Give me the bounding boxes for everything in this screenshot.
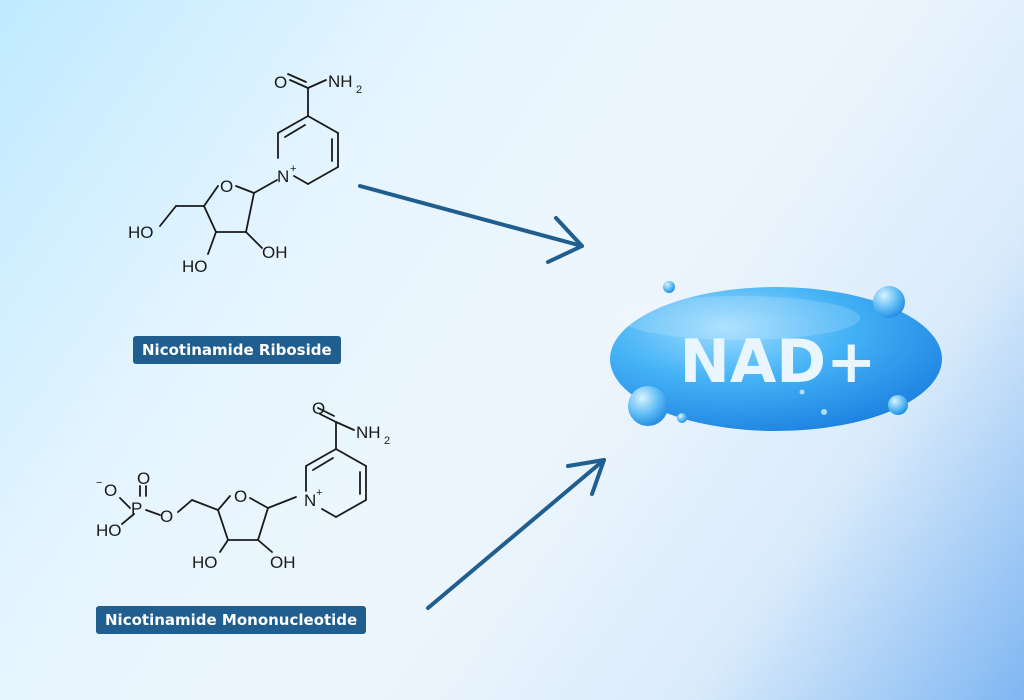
nad-blob-shape: [610, 287, 942, 431]
bubble-icon: [677, 413, 687, 423]
nmn-atom-ho-bottom: HO: [192, 553, 218, 572]
nmn-atom-oh-right: OH: [270, 553, 296, 572]
nmn-atom-ho-p: HO: [96, 521, 122, 540]
nicotinamide-mononucleotide-label: Nicotinamide Mononucleotide: [96, 606, 367, 634]
nmn-atom-n: N: [304, 491, 316, 510]
nr-atom-o-carbonyl: O: [274, 73, 287, 92]
bubble-icon: [888, 395, 908, 415]
nmn-atom-minus: −: [96, 477, 102, 489]
nr-atom-o-ring: O: [220, 177, 233, 196]
nmn-atom-o-double: O: [137, 469, 150, 488]
nicotinamide-riboside-structure: [159, 73, 339, 255]
nr-atom-h2: 2: [356, 84, 362, 96]
nmn-atom-h2: 2: [384, 435, 390, 447]
nr-atom-n-charge: +: [290, 163, 296, 175]
arrow-nmn-to-nad: [426, 458, 606, 610]
nmn-atom-p: P: [131, 499, 142, 518]
nr-atom-ho-bottom: HO: [182, 257, 208, 276]
nr-atom-labels: O NH 2 N + O HO HO OH: [128, 72, 362, 276]
nmn-atom-o-link: O: [160, 507, 173, 526]
nmn-atom-o-ring: O: [234, 487, 247, 506]
nicotinamide-riboside-label: Nicotinamide Riboside: [133, 336, 341, 364]
nr-atom-nh: NH: [328, 72, 353, 91]
bubble-icon: [628, 386, 668, 426]
nad-plus-label: NAD+: [680, 327, 877, 397]
bubble-icon: [873, 286, 905, 318]
bubble-icon: [663, 281, 675, 293]
nr-atom-n: N: [277, 167, 289, 186]
nicotinamide-mononucleotide-structure: [119, 407, 367, 553]
arrow-nr-to-nad: [358, 184, 584, 264]
nmn-atom-labels: O NH 2 N + O − O O P O HO HO OH: [96, 399, 390, 572]
nmn-atom-o-minus: O: [104, 481, 117, 500]
nmn-atom-n-charge: +: [316, 487, 322, 499]
nr-atom-oh-right: OH: [262, 243, 288, 262]
nmn-atom-o-carbonyl: O: [312, 399, 325, 418]
nmn-atom-nh: NH: [356, 423, 381, 442]
nad-plus-bubble: NAD+: [610, 281, 942, 431]
nr-atom-ho-left: HO: [128, 223, 154, 242]
